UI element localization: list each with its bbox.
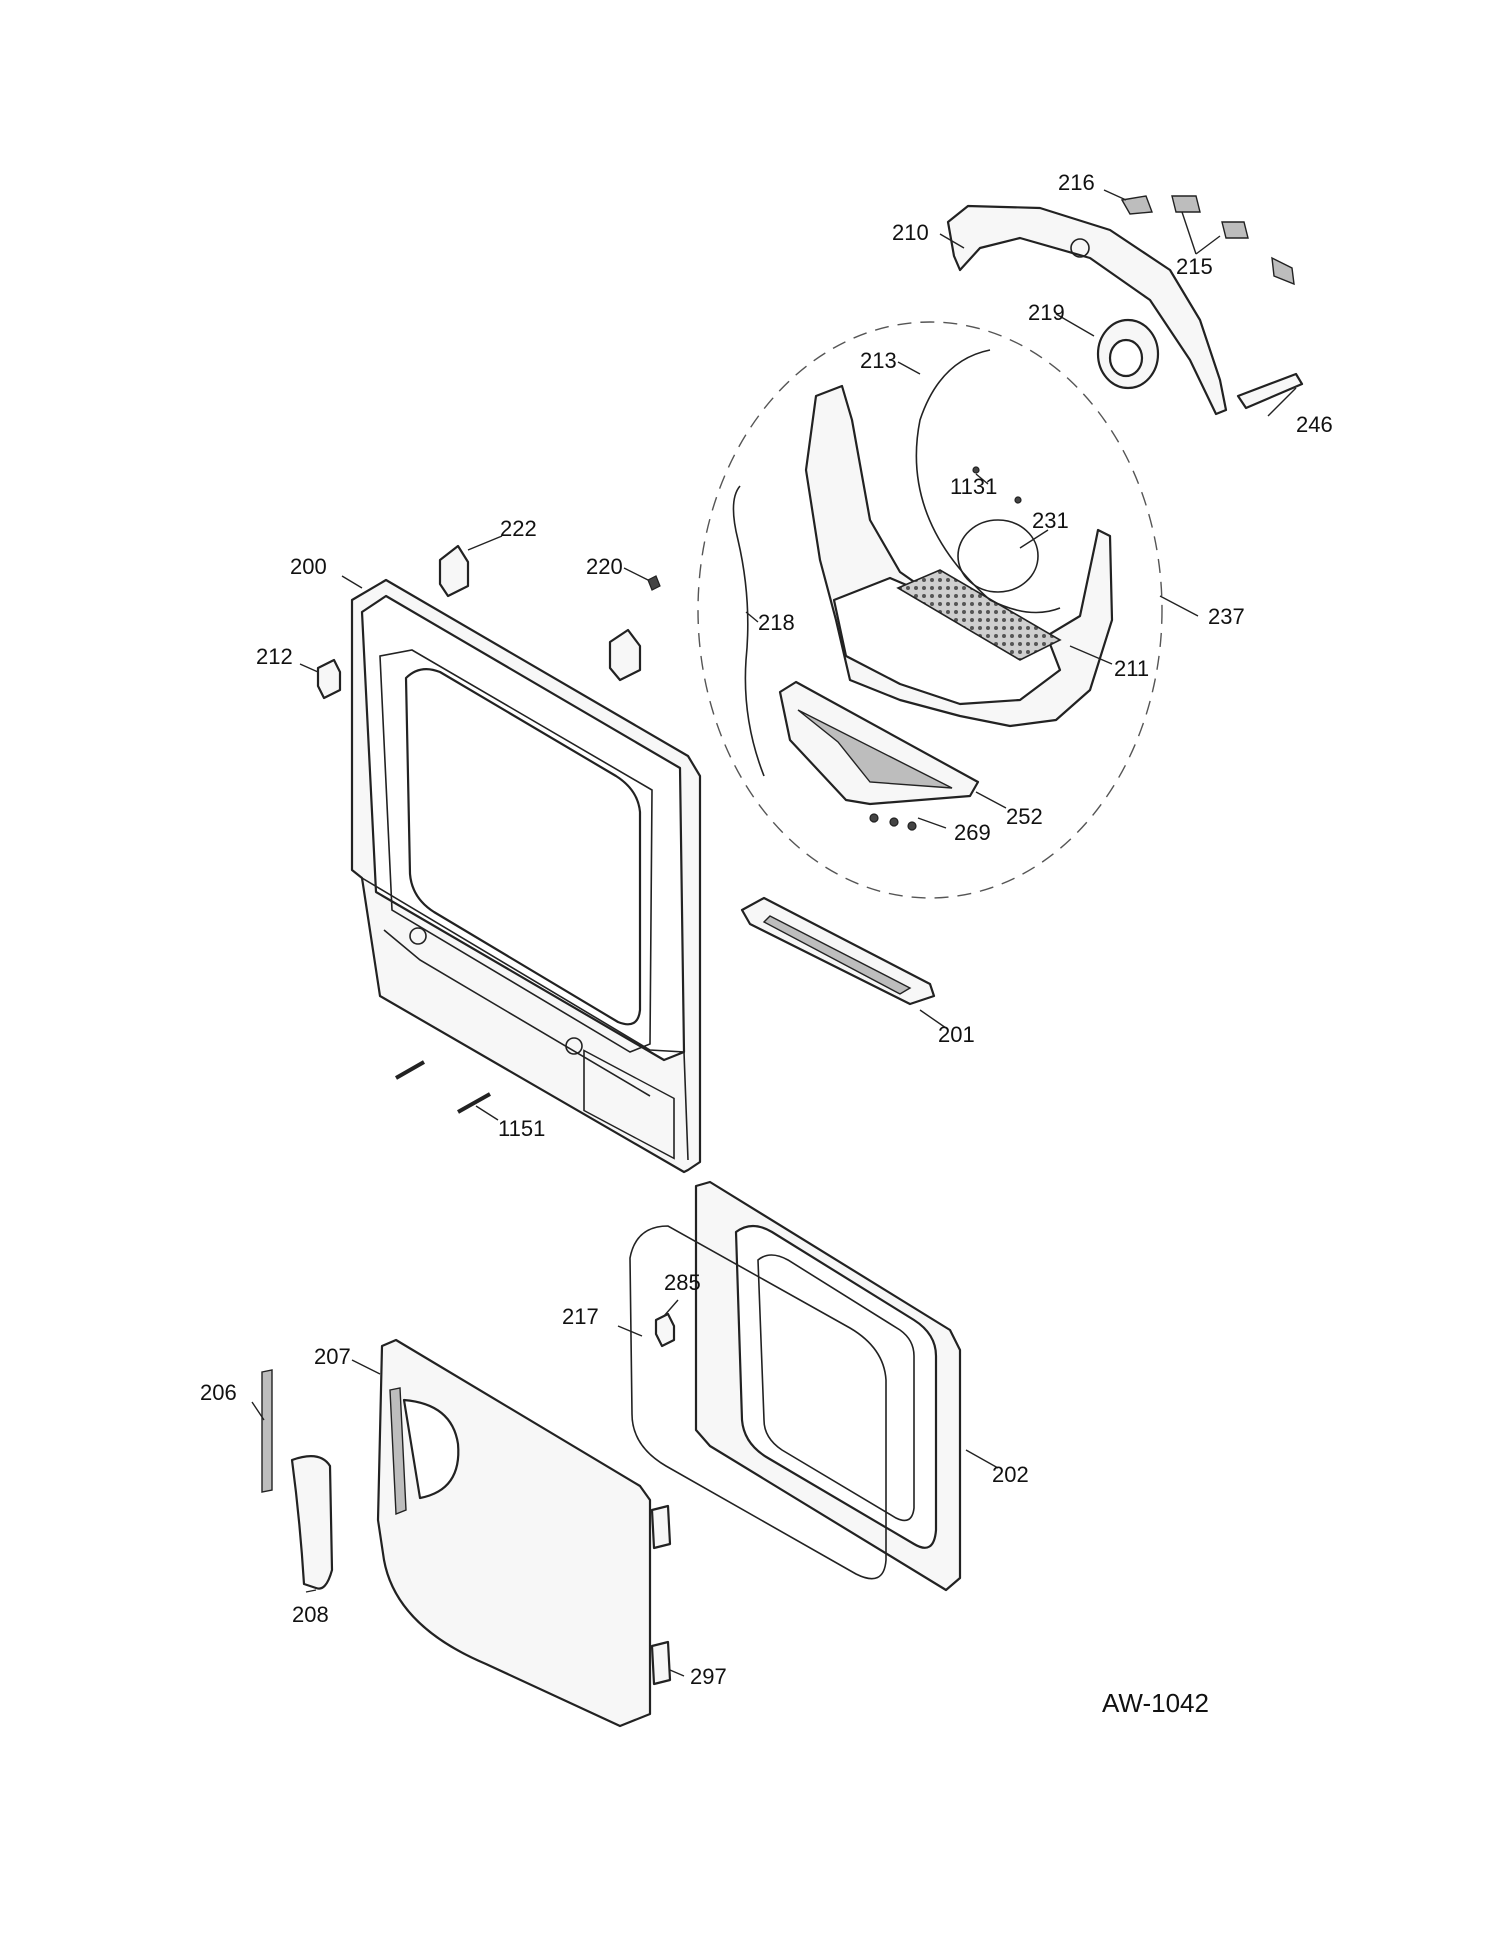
label-297: 297 [690, 1664, 727, 1689]
diagram-code: AW-1042 [1102, 1688, 1209, 1718]
hinges-297 [650, 1504, 672, 1686]
bulkhead-210 [946, 204, 1228, 416]
ring-219 [1096, 318, 1160, 390]
label-269: 269 [954, 820, 991, 845]
label-1131: 1131 [950, 474, 997, 499]
clip-220 [647, 575, 661, 591]
front-panel-200 [350, 578, 702, 1174]
label-222: 222 [500, 516, 537, 541]
label-1151: 1151 [498, 1116, 545, 1141]
door-207 [376, 1338, 652, 1728]
label-220: 220 [586, 554, 623, 579]
wire-218 [732, 485, 765, 777]
label-216: 216 [1058, 170, 1095, 195]
leader-lines [251, 189, 1297, 1677]
gasket-213 [915, 349, 1061, 614]
label-237: 237 [1208, 604, 1245, 629]
lint-duct-211 [804, 384, 1114, 728]
screws-269 [869, 813, 917, 831]
screws-1151 [395, 1060, 491, 1114]
screws-1131 [972, 466, 1022, 504]
filter-housing-252 [778, 680, 980, 806]
grille-201 [740, 896, 936, 1006]
detail-circle-237 [697, 321, 1163, 899]
latch-285 [654, 1312, 676, 1348]
clips-215-216 [1120, 195, 1295, 286]
label-206: 206 [200, 1380, 237, 1405]
label-202: 202 [992, 1462, 1029, 1487]
label-207: 207 [314, 1344, 351, 1369]
label-246: 246 [1296, 412, 1333, 437]
label-231: 231 [1032, 508, 1069, 533]
label-208: 208 [292, 1602, 329, 1627]
label-200: 200 [290, 554, 327, 579]
label-201: 201 [938, 1022, 975, 1047]
seal-ring-231 [957, 519, 1039, 593]
switch-212 [316, 658, 342, 700]
label-210: 210 [892, 220, 929, 245]
strip-206 [261, 1369, 273, 1493]
label-217: 217 [562, 1304, 599, 1329]
label-215: 215 [1176, 254, 1213, 279]
label-285: 285 [664, 1270, 701, 1295]
label-219: 219 [1028, 300, 1065, 325]
bracket-246 [1236, 372, 1304, 410]
bracket-222 [438, 544, 642, 682]
label-211: 211 [1114, 656, 1149, 681]
label-212: 212 [256, 644, 293, 669]
gasket-217 [629, 1225, 887, 1580]
label-218: 218 [758, 610, 795, 635]
door-frame-202 [694, 1180, 962, 1592]
label-252: 252 [1006, 804, 1043, 829]
handle-208 [290, 1455, 334, 1590]
label-213: 213 [860, 348, 897, 373]
